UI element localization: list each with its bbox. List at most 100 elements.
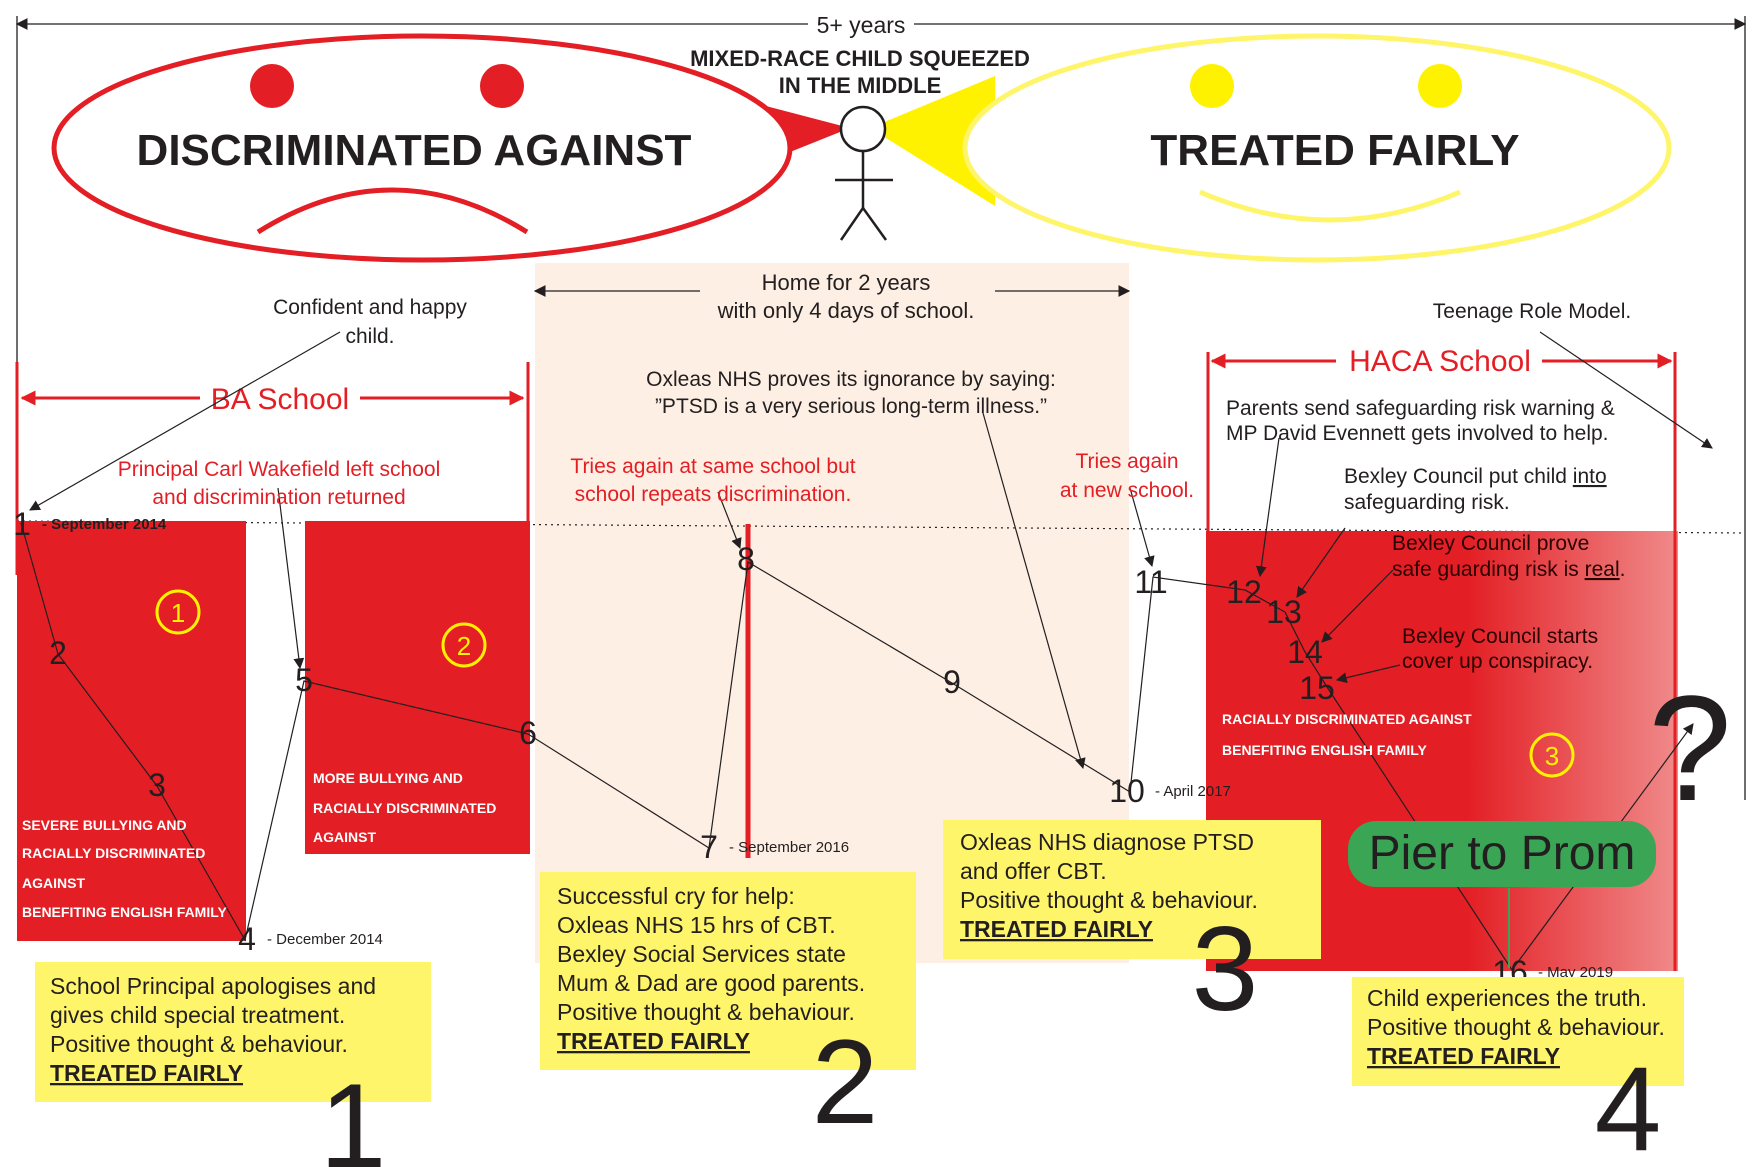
note-bexley-prove-2: safe guarding risk is real. xyxy=(1392,558,1625,581)
happy-eye-right xyxy=(1418,64,1462,108)
block-2-text-2: RACIALLY DISCRIMINATED xyxy=(313,800,496,816)
yellow-wedge xyxy=(870,76,995,206)
note-oxleas-ignorance-1: Oxleas NHS proves its ignorance by sayin… xyxy=(646,368,1056,391)
badge-3-label: 3 xyxy=(1545,741,1559,771)
happy-eye-left xyxy=(1190,64,1234,108)
home-period-line1: Home for 2 years xyxy=(762,270,931,295)
fairness-box-2: Successful cry for help: Oxleas NHS 15 h… xyxy=(540,872,916,1149)
block-3-text-2: BENEFITING ENGLISH FAMILY xyxy=(1222,742,1427,758)
block-1-text-2: RACIALLY DISCRIMINATED xyxy=(22,845,205,861)
ba-school-bracket: BA School xyxy=(15,362,530,575)
timeline-point-11: 11 xyxy=(1134,564,1167,600)
sad-eye-left xyxy=(250,64,294,108)
box2-number: 2 xyxy=(812,1015,879,1149)
timeline-point-12: 12 xyxy=(1226,574,1262,610)
pier-to-prom-label: Pier to Prom xyxy=(1369,827,1636,880)
timeline-path xyxy=(20,522,1513,971)
treated-fairly-title: TREATED FAIRLY xyxy=(1150,126,1519,175)
block-2-text-3: AGAINST xyxy=(313,829,376,845)
timeline-point-13: 13 xyxy=(1266,594,1302,630)
note-confident-1: Confident and happy xyxy=(273,296,467,319)
timeline-date-1: - September 2014 xyxy=(42,516,167,533)
box1-line1: School Principal apologises and xyxy=(50,973,376,999)
badge-3: 3 xyxy=(1529,732,1575,778)
note-tries-new-2: at new school. xyxy=(1060,479,1194,502)
block-1-text-1: SEVERE BULLYING AND xyxy=(22,817,187,833)
block-1 xyxy=(17,521,246,941)
ba-school-label: BA School xyxy=(211,383,349,416)
box3-line2: and offer CBT. xyxy=(960,858,1107,884)
box4-line1: Child experiences the truth. xyxy=(1367,985,1647,1011)
sad-face: DISCRIMINATED AGAINST xyxy=(51,33,793,263)
box4-line3: TREATED FAIRLY xyxy=(1367,1043,1560,1069)
block-3-text-1: RACIALLY DISCRIMINATED AGAINST xyxy=(1222,711,1472,727)
box4-line2: Positive thought & behaviour. xyxy=(1367,1014,1665,1040)
note-bexley-put-1: Bexley Council put child into xyxy=(1344,465,1607,488)
pier-to-prom-badge: Pier to Prom xyxy=(1348,821,1656,968)
badge-1-label: 1 xyxy=(171,598,185,628)
timeline-date-4: - December 2014 xyxy=(267,931,383,948)
box1-line4: TREATED FAIRLY xyxy=(50,1060,243,1086)
box2-line4: Mum & Dad are good parents. xyxy=(557,970,865,996)
timeline-date-7: - September 2016 xyxy=(729,839,849,856)
box2-line1: Successful cry for help: xyxy=(557,883,795,909)
box1-line2: gives child special treatment. xyxy=(50,1002,345,1028)
home-period-arrow: Home for 2 years with only 4 days of sch… xyxy=(533,266,1131,326)
home-period-line2: with only 4 days of school. xyxy=(717,298,975,323)
timeline-point-4: 4 xyxy=(238,921,256,957)
timeline-point-6: 6 xyxy=(519,715,537,751)
note-bexley-cover-1: Bexley Council starts xyxy=(1402,625,1598,648)
note-teenage: Teenage Role Model. xyxy=(1433,300,1631,323)
block-2-text-1: MORE BULLYING AND xyxy=(313,770,463,786)
box3-number: 3 xyxy=(1192,902,1259,1036)
block-1-text-3: AGAINST xyxy=(22,875,85,891)
timeline-date-10: - April 2017 xyxy=(1155,783,1231,800)
note-principal-1: Principal Carl Wakefield left school xyxy=(118,458,441,481)
note-tries-new-1: Tries again xyxy=(1075,450,1178,473)
note-bexley-put-2: safeguarding risk. xyxy=(1344,491,1510,514)
box3-line1: Oxleas NHS diagnose PTSD xyxy=(960,829,1254,855)
discriminated-title: DISCRIMINATED AGAINST xyxy=(137,126,692,175)
timeline-date-16: - May 2019 xyxy=(1538,964,1613,981)
duration-arrow: 5+ years xyxy=(15,10,1747,800)
badge-2: 2 xyxy=(441,622,487,668)
note-tries-same-1: Tries again at same school but xyxy=(570,455,855,478)
box3-line4: TREATED FAIRLY xyxy=(960,916,1153,942)
fairness-box-1: School Principal apologises and gives ch… xyxy=(35,962,431,1167)
note-tries-same-2: school repeats discrimination. xyxy=(575,483,852,506)
badge-2-label: 2 xyxy=(457,631,471,661)
happy-face: TREATED FAIRLY xyxy=(962,33,1672,263)
box2-line3: Bexley Social Services state xyxy=(557,941,846,967)
timeline-point-7: 7 xyxy=(700,829,718,865)
note-parents-1: Parents send safeguarding risk warning & xyxy=(1226,397,1615,420)
happy-mouth xyxy=(1199,189,1461,223)
box1-line3: Positive thought & behaviour. xyxy=(50,1031,348,1057)
stick-figure xyxy=(835,105,893,241)
timeline-point-14: 14 xyxy=(1287,634,1323,670)
timeline-point-3: 3 xyxy=(148,767,166,803)
center-title-line2: IN THE MIDDLE xyxy=(779,73,942,98)
note-bexley-cover-2: cover up conspiracy. xyxy=(1402,650,1593,673)
note-principal-2: and discrimination returned xyxy=(152,486,405,509)
timeline-point-2: 2 xyxy=(49,635,67,671)
badge-1: 1 xyxy=(155,589,201,635)
timeline-point-9: 9 xyxy=(943,664,961,700)
question-mark: ? xyxy=(1648,664,1731,832)
duration-label: 5+ years xyxy=(817,12,906,38)
box4-number: 4 xyxy=(1595,1042,1662,1167)
note-parents-2: MP David Evennett gets involved to help. xyxy=(1226,422,1609,445)
block-2 xyxy=(305,521,530,854)
box2-line5: Positive thought & behaviour. xyxy=(557,999,855,1025)
sad-mouth xyxy=(256,187,529,235)
timeline-point-8: 8 xyxy=(737,541,755,577)
haca-school-bracket: HACA School xyxy=(1206,343,1677,971)
timeline-point-5: 5 xyxy=(295,662,313,698)
block-1-text-4: BENEFITING ENGLISH FAMILY xyxy=(22,904,227,920)
timeline-points: 1 - September 2014 2 3 4 - December 2014 5 6 7 - … xyxy=(13,506,1613,990)
box3-line3: Positive thought & behaviour. xyxy=(960,887,1258,913)
note-oxleas-ignorance-2: ”PTSD is a very serious long-term illnes… xyxy=(655,395,1047,418)
haca-school-label: HACA School xyxy=(1349,345,1531,378)
center-title-line1: MIXED-RACE CHILD SQUEEZED xyxy=(690,46,1030,71)
sad-eye-right xyxy=(480,64,524,108)
